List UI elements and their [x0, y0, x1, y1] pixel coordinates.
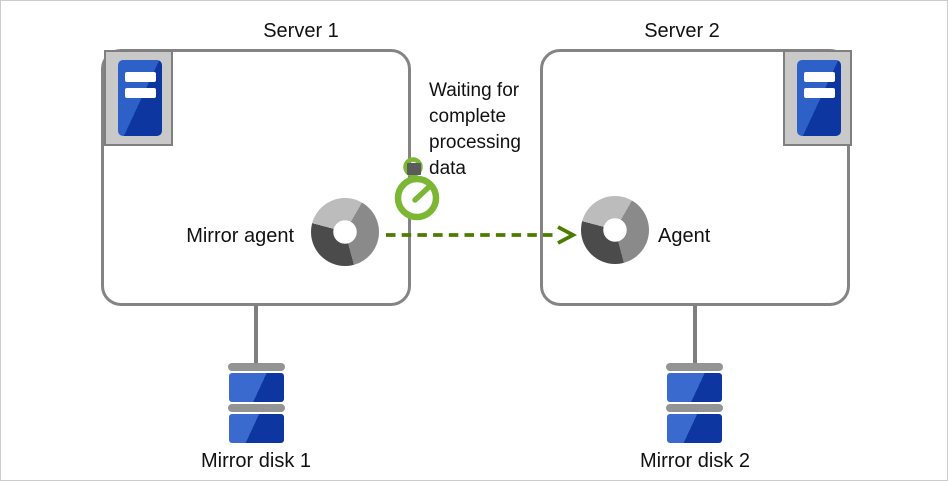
stopwatch-icon	[394, 157, 440, 221]
waiting-annotation: Waiting for complete processing data	[429, 80, 521, 179]
disk-platter	[667, 373, 722, 402]
server-tower-body	[797, 60, 841, 136]
mirror-disk1-icon	[228, 363, 285, 443]
stopwatch-hand	[412, 183, 433, 203]
disk-cap	[228, 404, 285, 412]
mirror-agent-label: Mirror agent	[186, 225, 294, 247]
server-slot-bar	[125, 72, 156, 82]
server-slot-bar	[804, 72, 835, 82]
server-slot-bar	[804, 88, 835, 98]
arrow-head	[557, 225, 578, 245]
server2-disk-connector-line	[693, 305, 697, 364]
mirror-disk2-icon	[666, 363, 723, 443]
mirror-disk1-label: Mirror disk 1	[200, 450, 311, 472]
agent-label: Agent	[658, 225, 711, 247]
server-tower-body	[118, 60, 162, 136]
server1-server-icon	[104, 50, 173, 146]
server2-title: Server 2	[644, 20, 720, 42]
server2-server-icon	[783, 50, 852, 146]
disk-platter	[229, 373, 284, 402]
stopwatch-button	[407, 163, 421, 175]
disk-platter	[667, 414, 722, 443]
disk-cap	[666, 404, 723, 412]
server-slot-bar	[125, 88, 156, 98]
mirror-agent-donut-icon	[311, 198, 379, 266]
server1-title: Server 1	[263, 20, 339, 42]
sync-dashed-arrow	[386, 225, 578, 245]
disk-cap	[228, 363, 285, 371]
server1-disk-connector-line	[254, 305, 258, 364]
disk-cap	[666, 363, 723, 371]
disk-platter	[229, 414, 284, 443]
server2-box	[540, 49, 850, 306]
agent-donut-icon	[581, 196, 649, 264]
mirror-disk2-label: Mirror disk 2	[639, 450, 750, 472]
